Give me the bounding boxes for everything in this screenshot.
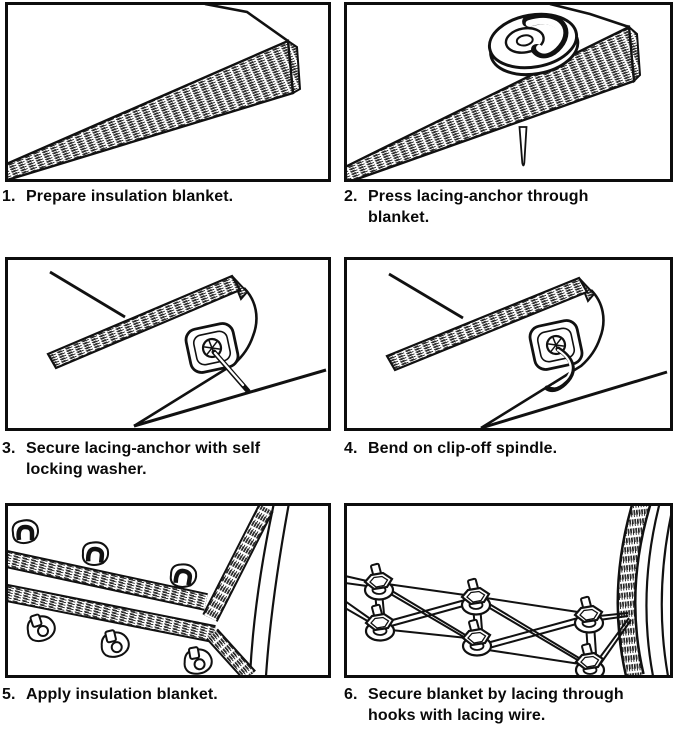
step-text: Prepare insulation blanket. [26, 188, 234, 205]
blanket-bottom-edge [133, 368, 327, 428]
lacing-anchor-icon [13, 520, 38, 543]
lacing-anchors [363, 562, 606, 675]
lacing-anchor-icon [460, 577, 492, 616]
step-text: Press lacing-anchor through blanket. [368, 188, 589, 226]
step-1-illustration [8, 5, 302, 179]
blanket-end-face [395, 282, 604, 428]
step-3-caption: 3. Secure lacing-anchor with self lockin… [2, 439, 337, 481]
spindle [211, 349, 251, 394]
spindle [518, 126, 528, 167]
lacing-anchor-icon [363, 562, 395, 601]
blanket-end-face-edge [480, 289, 605, 428]
duct-surface [616, 506, 670, 675]
step-5-caption: 5. Apply insulation blanket. [2, 685, 337, 706]
step-text: Bend on clip-off spindle. [368, 440, 558, 457]
step-2-illustration [347, 5, 642, 179]
blanket-corner-edge [549, 5, 630, 29]
step-number: 3. [2, 440, 16, 457]
self-locking-washer-icon [184, 322, 240, 374]
lacing-anchor-icon [574, 642, 606, 675]
step-text: Secure lacing-anchor with self locking w… [26, 440, 261, 478]
blanket-edge-band [8, 39, 295, 179]
insulation-blanket [8, 5, 302, 179]
lacing-anchor-icon [169, 562, 198, 589]
bent-spindle [544, 346, 575, 393]
insulation-blanket [347, 5, 642, 179]
lacing-anchor-icon [99, 627, 131, 660]
step-number: 5. [2, 686, 16, 703]
lacing-anchor-icon [487, 12, 580, 77]
duct-surface [248, 506, 290, 675]
step-4-illustration [385, 272, 668, 428]
lacing-anchor-icon [181, 644, 215, 675]
step-number: 6. [344, 686, 358, 703]
step-5-panel [5, 503, 331, 678]
blanket-top-edge [49, 270, 126, 319]
blanket-end-face [56, 280, 257, 426]
step-number: 1. [2, 188, 16, 205]
step-4-panel [344, 257, 673, 431]
step-2-panel [344, 2, 673, 182]
step-3-panel [5, 257, 331, 431]
insulation-blanket-edges [8, 506, 274, 675]
lacing-anchor-icon [364, 603, 396, 642]
lacing-anchor-icon [573, 595, 605, 634]
blanket-bottom-edge [480, 370, 668, 428]
step-number: 4. [344, 440, 358, 457]
blanket-edge-band [46, 274, 242, 370]
step-number: 2. [344, 188, 358, 205]
lacing-wire [347, 575, 632, 665]
lacing-anchor-icon [26, 613, 56, 643]
step-3-illustration [46, 270, 327, 428]
step-1-caption: 1. Prepare insulation blanket. [2, 187, 337, 208]
blanket-top-edge [388, 272, 464, 320]
step-text: Apply insulation blanket. [26, 686, 218, 703]
lacing-anchor-icon [82, 541, 110, 566]
step-6-illustration [347, 506, 670, 675]
step-2-caption: 2. Press lacing-anchor through blanket. [344, 187, 680, 229]
insulation-blanket [385, 272, 668, 428]
step-6-panel [344, 503, 673, 678]
step-4-caption: 4. Bend on clip-off spindle. [344, 439, 680, 460]
insulation-blanket [46, 270, 327, 428]
step-6-caption: 6. Secure blanket by lacing through hook… [344, 685, 680, 727]
step-5-illustration [8, 506, 290, 675]
blanket-corner-edge [204, 5, 289, 43]
lacing-anchor-icon [461, 618, 493, 657]
self-locking-washer-icon [528, 319, 584, 371]
step-1-panel [5, 2, 331, 182]
step-text: Secure blanket by lacing through hooks w… [368, 686, 624, 724]
blanket-edge-band [385, 276, 589, 372]
